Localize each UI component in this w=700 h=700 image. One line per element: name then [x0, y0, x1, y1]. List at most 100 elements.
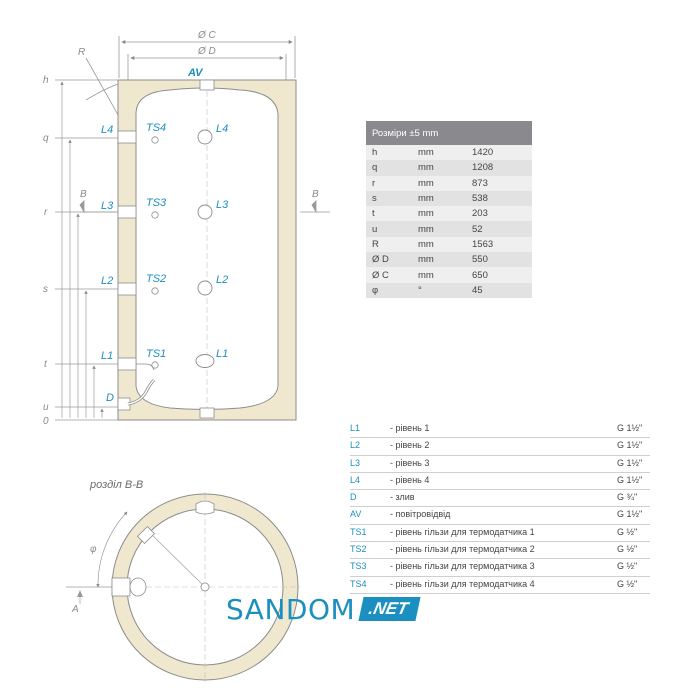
sensor-circles [151, 136, 159, 369]
section-b-left: B [80, 189, 87, 200]
connection-size: G ½" [617, 578, 638, 589]
label-l1-center: L1 [216, 348, 228, 360]
dim-value: 650 [466, 267, 532, 283]
dim-name: h [366, 145, 412, 161]
label-ts1: TS1 [146, 348, 166, 360]
dim-unit: mm [412, 190, 466, 207]
table-row: φ°45 [366, 282, 532, 298]
dim-unit: mm [412, 252, 466, 268]
connection-desc: - рівень гільзи для термодатчика 4 [390, 578, 535, 589]
dim-s-label: s [43, 284, 48, 295]
dim-value: 203 [466, 206, 532, 222]
l1-inner-pipe [136, 363, 155, 371]
dim-unit: mm [412, 236, 466, 253]
dim-name: Ø D [366, 252, 412, 268]
dim-unit: ° [412, 282, 466, 298]
radius-label: R [78, 47, 85, 58]
dim-value: 538 [466, 190, 532, 207]
label-ts4: TS4 [146, 122, 166, 134]
dim-u-label: u [43, 402, 49, 413]
label-l3-center: L3 [216, 199, 229, 211]
connection-size: G 1½" [617, 457, 643, 468]
connection-code: TS1 [350, 526, 367, 537]
connection-code: TS2 [350, 544, 367, 555]
section-b-right: B [312, 189, 319, 200]
list-item: TS2 - рівень гільзи для термодатчика 2 G ½… [350, 542, 650, 560]
dim-name: s [366, 190, 412, 207]
dim-c-label: Ø C [197, 30, 217, 41]
connection-desc: - рівень гільзи для термодатчика 1 [390, 526, 535, 537]
label-ts3: TS3 [146, 197, 167, 209]
dim-d-label: Ø D [197, 46, 216, 57]
dimension-table-header-blank [466, 121, 532, 145]
connection-desc: - злив [390, 492, 415, 503]
label-l3-left: L3 [101, 200, 114, 212]
dim-unit: mm [412, 206, 466, 222]
connection-size: G 1½" [617, 440, 643, 451]
label-ts2: TS2 [146, 273, 166, 285]
section-title: розділ B-B [89, 479, 143, 491]
label-l4-left: L4 [101, 124, 113, 136]
watermark-logo: SANDOM .NET [226, 592, 421, 626]
connection-code: L4 [350, 474, 361, 485]
dim-name: q [366, 160, 412, 176]
watermark-text: SANDOM [226, 592, 356, 626]
connection-desc: - повітровідвід [390, 509, 451, 520]
left-nozzles [117, 130, 215, 419]
dim-h-label: h [43, 75, 49, 86]
air-vent-nozzle [199, 79, 215, 91]
dim-name: r [366, 175, 412, 191]
connection-code: L1 [350, 423, 361, 433]
section-a-label: A [71, 604, 79, 615]
list-item: L4 - рівень 4 G 1½" [350, 473, 650, 491]
dim-q-label: q [43, 133, 49, 144]
left-dimension-lines [55, 79, 118, 421]
connection-size: G 1½" [617, 474, 643, 485]
dim-value: 1208 [466, 160, 532, 176]
connection-code: AV [350, 509, 362, 520]
list-item: D - злив G ¾" [350, 490, 650, 508]
connection-desc: - рівень 3 [390, 457, 430, 468]
dim-name: t [366, 206, 412, 222]
connection-desc: - рівень 4 [390, 474, 430, 485]
connection-size: G ¾" [617, 492, 638, 503]
angle-label: φ [90, 544, 97, 555]
connection-code: TS4 [350, 578, 367, 589]
dim-name: Ø C [366, 267, 412, 283]
connection-code: D [350, 492, 357, 503]
list-item: TS4 - рівень гільзи для термодатчика 4 G ½… [350, 577, 650, 594]
label-l1-left: L1 [101, 350, 113, 362]
dim-r-label: r [44, 207, 48, 218]
dim-value: 1563 [466, 236, 532, 253]
connection-desc: - рівень гільзи для термодатчика 3 [390, 561, 535, 572]
level-circles [195, 129, 215, 368]
air-vent-label: AV [187, 67, 204, 79]
connection-desc: - рівень гільзи для термодатчика 2 [390, 544, 535, 555]
dim-unit: mm [412, 160, 466, 176]
connection-size: G 1½" [617, 423, 643, 433]
connection-desc: - рівень 2 [390, 440, 430, 451]
dim-unit: mm [412, 267, 466, 283]
dim-value: 873 [466, 175, 532, 191]
label-drain: D [106, 392, 114, 404]
dimension-table-header: Розміри ±5 mm [366, 121, 466, 145]
dim-unit: mm [412, 175, 466, 191]
dim-zero-label: 0 [43, 416, 49, 427]
dim-unit: mm [412, 221, 466, 237]
connection-size: G ½" [617, 544, 638, 555]
dim-value: 45 [466, 282, 532, 298]
